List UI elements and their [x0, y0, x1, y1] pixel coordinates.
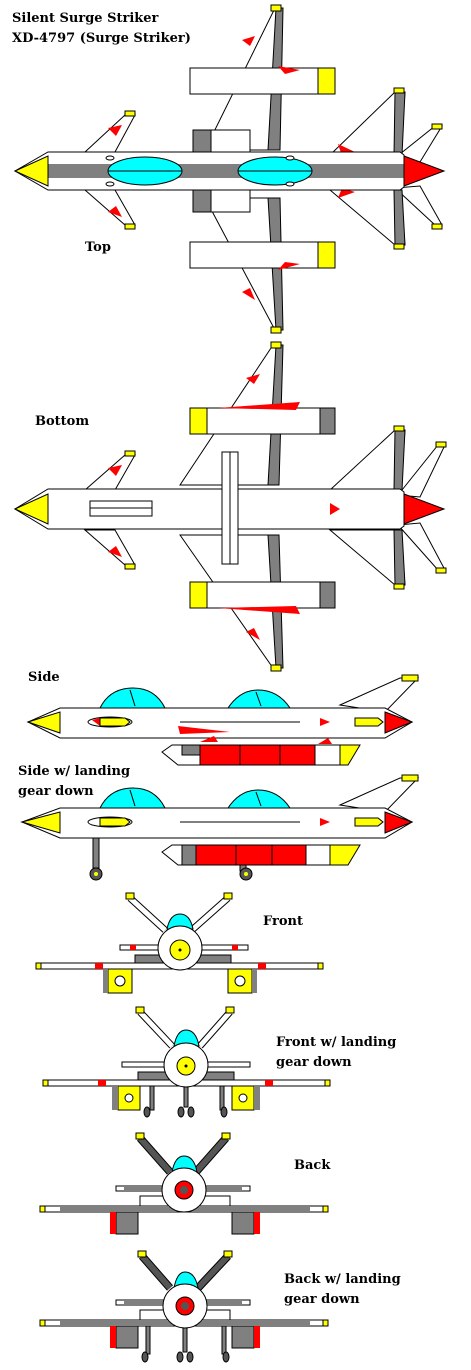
label-back-view: Back: [294, 1158, 331, 1173]
label-front-view: Front: [263, 914, 303, 929]
side-gear-view-drawing: [20, 774, 420, 881]
top-view-drawing: [13, 4, 446, 334]
front-gear-view-drawing: [42, 1006, 331, 1118]
label-top-view: Top: [85, 240, 111, 255]
label-back-gear-view: Back w/ landing gear down: [284, 1272, 401, 1307]
back-gear-view-drawing: [39, 1250, 329, 1363]
back-view-drawing: [39, 1132, 329, 1235]
label-front-gear-view: Front w/ landing gear down: [276, 1035, 397, 1070]
side-view-drawing: [26, 674, 420, 766]
sheet-title: Silent Surge Striker: [12, 11, 159, 26]
label-side-view: Side: [28, 670, 60, 685]
label-side-gear-view: Side w/ landing gear down: [18, 764, 131, 799]
bottom-view-drawing: [13, 341, 447, 672]
front-view-drawing: [35, 892, 324, 994]
sheet-designation: XD-4797 (Surge Striker): [12, 31, 191, 46]
label-bottom-view: Bottom: [35, 414, 90, 429]
